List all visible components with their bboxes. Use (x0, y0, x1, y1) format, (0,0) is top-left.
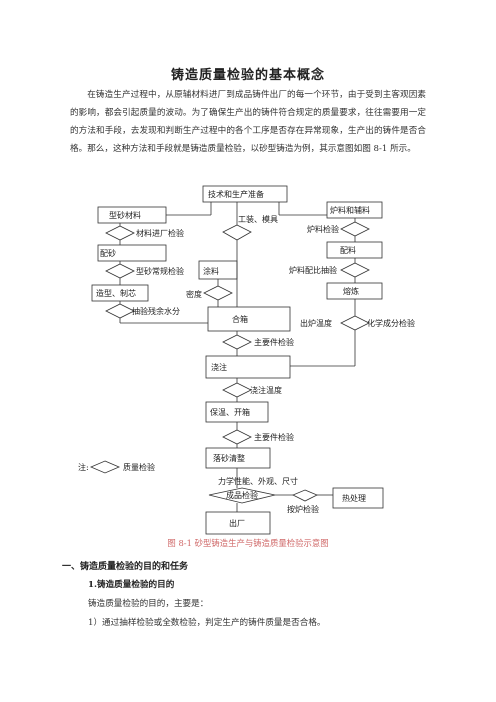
box-tech-prep (202, 185, 288, 203)
label-tooling: 工装、模具 (238, 214, 278, 224)
label-insulate-open: 保温、开箱 (210, 407, 250, 417)
label-pouring: 浇注 (211, 362, 227, 372)
label-shakeout: 落砂清整 (213, 453, 245, 463)
label-coating: 涂料 (203, 266, 219, 276)
label-sand-routine: 型砂常规检验 (136, 266, 184, 276)
diamond-final-inspection (208, 487, 276, 504)
label-chem-analysis: 化学成分检验 (367, 318, 415, 328)
diamond-density (203, 285, 233, 301)
diamond-pour-temp (222, 382, 252, 398)
diamond-furnace-batch (292, 489, 318, 502)
diamond-residual-moisture (105, 303, 135, 319)
paragraph-2: 1）通过抽样检验或全数检验，判定生产的铸件质量是否合格。 (88, 618, 326, 628)
label-furnace-inspection: 炉料检验 (307, 224, 339, 234)
section-heading: 一、铸造质量检验的目的和任务 (62, 562, 189, 572)
label-shipment: 出厂 (229, 518, 245, 528)
label-residual-moisture: 抽验残余水分 (132, 306, 180, 316)
label-tech-prep: 技术和生产准备 (208, 189, 264, 199)
label-sand-mixing: 配砂 (100, 248, 116, 258)
box-closing (207, 306, 291, 332)
label-furnace-batch: 按炉检验 (287, 504, 319, 514)
label-pour-temp: 浇注温度 (250, 385, 282, 395)
box-batching (326, 241, 383, 259)
label-key-inspection-2: 主要件检验 (254, 432, 294, 442)
page-title: 铸造质量检验的基本概念 (170, 68, 325, 83)
intro-paragraph: 在铸造生产过程中，从原辅材料进厂到成品铸件出厂的每一个环节，由于受到主客观因素的… (70, 90, 426, 154)
label-mech-properties: 力学性能、外观、尺寸 (218, 476, 298, 486)
paragraph-1: 铸造质量检验的目的，主要是： (88, 599, 209, 609)
label-batching: 配料 (340, 245, 356, 255)
label-key-inspection-1: 主要件检验 (254, 337, 294, 347)
subsection-heading: 1.铸造质量检验的目的 (88, 580, 175, 590)
diamond-material-inspection (105, 225, 135, 241)
diamond-sand-routine (105, 263, 135, 279)
label-melting: 熔炼 (343, 286, 359, 296)
box-melting (326, 282, 383, 300)
label-material-inspection: 材料进厂检验 (136, 228, 184, 238)
label-legend-note: 注: (78, 462, 89, 472)
label-tap-temp: 出炉温度 (300, 318, 332, 328)
label-legend: 质量检验 (123, 462, 155, 472)
figure-caption: 图 8-1 砂型铸造生产与铸造质量检验示意图 (167, 538, 329, 548)
label-final-inspection: 成品检验 (226, 490, 258, 500)
box-shipment (205, 511, 271, 535)
box-furnace-material (326, 201, 383, 219)
label-molding-core: 造型、制芯 (96, 288, 136, 298)
box-heat-treatment (332, 487, 384, 509)
label-closing: 合箱 (232, 314, 248, 324)
diamond-tooling (222, 224, 252, 241)
label-batch-sampling: 炉料配比抽验 (289, 265, 337, 275)
box-sand-mixing (97, 244, 167, 262)
label-furnace-material: 炉料和辅料 (330, 205, 370, 215)
legend-diamond (89, 460, 121, 474)
label-molding-sand: 型砂材料 (109, 210, 141, 220)
diamond-furnace-inspection (340, 221, 370, 237)
diamond-key-inspection-1 (222, 334, 252, 350)
label-heat-treatment: 热处理 (342, 493, 366, 503)
box-pouring (205, 355, 291, 379)
label-density: 密度 (186, 289, 202, 299)
diamond-chem-analysis (340, 315, 370, 331)
box-molding-sand (97, 206, 167, 224)
diamond-batch-sampling (340, 262, 370, 278)
diamond-key-inspection-2 (222, 429, 252, 445)
box-shakeout (205, 447, 271, 469)
